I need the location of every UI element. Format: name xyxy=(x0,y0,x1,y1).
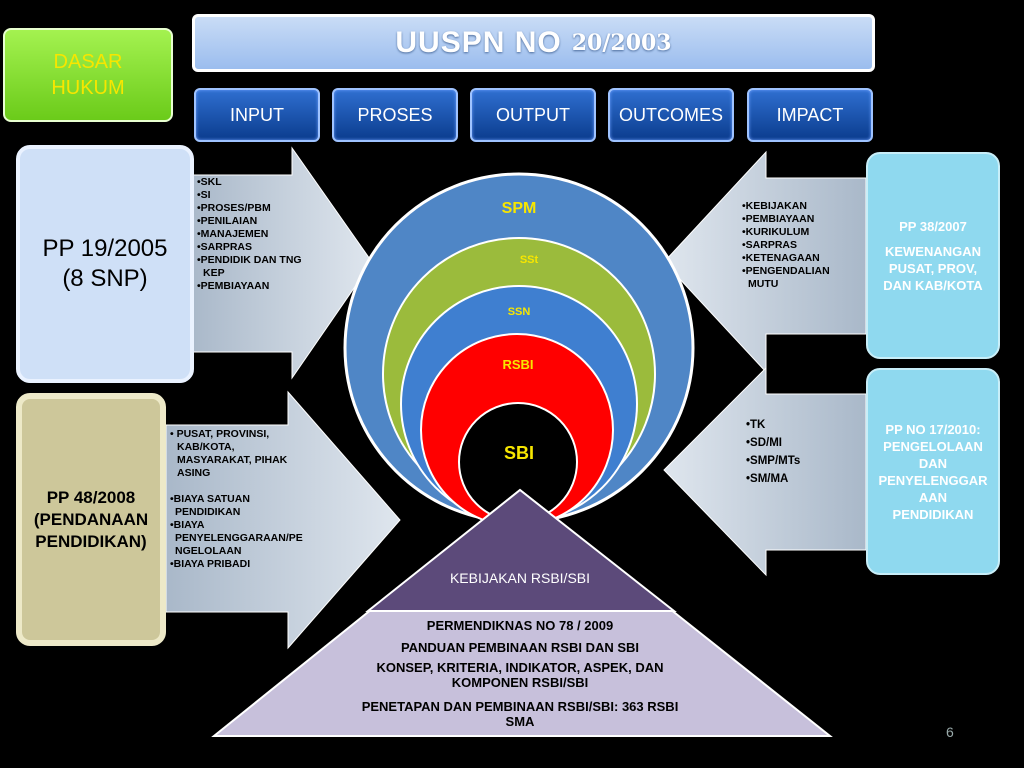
box-pp19-2005: PP 19/2005 (8 SNP) xyxy=(16,145,194,383)
list-item: •SD/MI xyxy=(746,437,782,449)
pp17-line5: AAN xyxy=(918,489,948,505)
arrow-left-bottom xyxy=(165,390,401,650)
page-number: 6 xyxy=(946,724,954,740)
pyramid-line-2: PANDUAN PEMBINAAN RSBI DAN SBI xyxy=(400,640,640,655)
list-item: •SARPRAS xyxy=(197,241,253,253)
pp17-line4: PENYELENGGAR xyxy=(878,472,988,488)
list-item: ASING xyxy=(177,467,211,479)
arrow-right-top xyxy=(663,150,867,374)
tab-proses[interactable]: PROSES xyxy=(332,88,458,142)
list-item: •KURIKULUM xyxy=(742,226,810,238)
list-outcomes: •KEBIJAKAN •PEMBIAYAAN •KURIKULUM •SARPR… xyxy=(742,200,842,291)
tab-impact[interactable]: IMPACT xyxy=(747,88,873,142)
pp19-line1: PP 19/2005 xyxy=(42,235,168,262)
list-jenjang: •TK •SD/MI •SMP/MTs •SM/MA xyxy=(746,416,846,488)
list-item: •KEBIJAKAN xyxy=(742,200,807,212)
list-item: NGELOLAAN xyxy=(175,545,242,557)
list-item: MUTU xyxy=(748,278,779,290)
arrow-left-top xyxy=(189,146,373,380)
tab-outcomes[interactable]: OUTCOMES xyxy=(608,88,734,142)
pp19-line2: (8 SNP) xyxy=(62,265,148,292)
pyramid-base xyxy=(211,488,833,737)
pp48-line2: (PENDANAAN xyxy=(33,509,149,529)
pyramid-line-4: KOMPONEN RSBI/SBI xyxy=(451,675,589,690)
list-item: •KETENAGAAN xyxy=(742,252,820,264)
pp48-line3: PENDIDIKAN) xyxy=(35,531,147,551)
list-item: •PROSES/PBM xyxy=(197,202,271,214)
list-item: •SI xyxy=(197,189,211,201)
list-item: •SMP/MTs xyxy=(746,455,801,467)
list-item: PENYELENGGARAAN/PE xyxy=(175,532,303,544)
pyramid-line-6: SMA xyxy=(505,714,535,729)
pyramid-line-5: PENETAPAN DAN PEMBINAAN RSBI/SBI: 363 RS… xyxy=(361,699,679,714)
pyramid-top-label: KEBIJAKAN RSBI/SBI xyxy=(449,570,591,586)
list-item xyxy=(170,480,310,493)
list-item: •PENGENDALIAN xyxy=(742,265,830,277)
pp38-line1: PP 38/2007 xyxy=(899,218,967,234)
label-ssn: SSN xyxy=(507,306,531,318)
title-main: UUSPN NO xyxy=(395,26,562,59)
list-item: •BIAYA PRIBADI xyxy=(170,558,251,570)
pp48-line1: PP 48/2008 xyxy=(46,487,136,507)
list-item: •PEMBIAYAAN xyxy=(742,213,815,225)
list-item: KEP xyxy=(203,267,225,279)
box-pp48-2008: PP 48/2008 (PENDANAAN PENDIDIKAN) xyxy=(16,393,166,646)
pp38-line3: PUSAT, PROV, xyxy=(888,260,978,276)
dasar-hukum-box: DASAR HUKUM xyxy=(3,28,173,122)
list-item: •BIAYA SATUAN xyxy=(170,493,250,505)
box-pp17-2010: PP NO 17/2010: PENGELOLAAN DAN PENYELENG… xyxy=(866,368,1000,575)
pyramid-top xyxy=(365,488,677,612)
pp17-line3: DAN xyxy=(918,455,948,471)
tab-input[interactable]: INPUT xyxy=(194,88,320,142)
list-pendanaan: • PUSAT, PROVINSI, KAB/KOTA, MASYARAKAT,… xyxy=(170,428,310,571)
list-item: •SKL xyxy=(197,176,222,188)
pp17-line1: PP NO 17/2010: xyxy=(885,421,981,437)
list-item: •TK xyxy=(746,419,766,431)
list-input: •SKL •SI •PROSES/PBM •PENILAIAN •MANAJEM… xyxy=(197,176,317,293)
list-item: KAB/KOTA, xyxy=(177,441,235,453)
list-item: •SARPRAS xyxy=(742,239,798,251)
list-item: PENDIDIKAN xyxy=(175,506,241,518)
pp38-line4: DAN KAB/KOTA xyxy=(883,277,983,293)
label-rsbi: RSBI xyxy=(502,357,534,372)
list-item: • PUSAT, PROVINSI, xyxy=(170,428,270,440)
pyramid-line-1: PERMENDIKNAS NO 78 / 2009 xyxy=(426,618,614,633)
tab-output[interactable]: OUTPUT xyxy=(470,88,596,142)
list-item: •MANAJEMEN xyxy=(197,228,269,240)
label-spm: SPM xyxy=(501,200,537,217)
pp17-line2: PENGELOLAAN xyxy=(883,438,983,454)
list-item: MASYARAKAT, PIHAK xyxy=(177,454,288,466)
list-item: •PEMBIAYAAN xyxy=(197,280,270,292)
title-number: 20/2003 xyxy=(571,30,672,56)
arrow-right-bottom xyxy=(663,366,867,577)
label-sst: SSt xyxy=(519,254,539,266)
pp17-line6: PENDIDIKAN xyxy=(892,506,974,522)
list-item: •PENILAIAN xyxy=(197,215,258,227)
dasar-hukum-line1: DASAR xyxy=(53,51,123,73)
list-item: •BIAYA xyxy=(170,519,205,531)
title-bar: UUSPN NO 20/2003 xyxy=(192,14,875,72)
list-item: •PENDIDIK DAN TNG xyxy=(197,254,302,266)
dasar-hukum-line2: HUKUM xyxy=(51,77,125,99)
pyramid-line-3: KONSEP, KRITERIA, INDIKATOR, ASPEK, DAN xyxy=(376,660,664,675)
pp38-line2: KEWENANGAN xyxy=(884,243,982,259)
box-pp38-2007: PP 38/2007 KEWENANGAN PUSAT, PROV, DAN K… xyxy=(866,152,1000,359)
list-item: •SM/MA xyxy=(746,473,789,485)
label-sbi: SBI xyxy=(503,443,534,463)
